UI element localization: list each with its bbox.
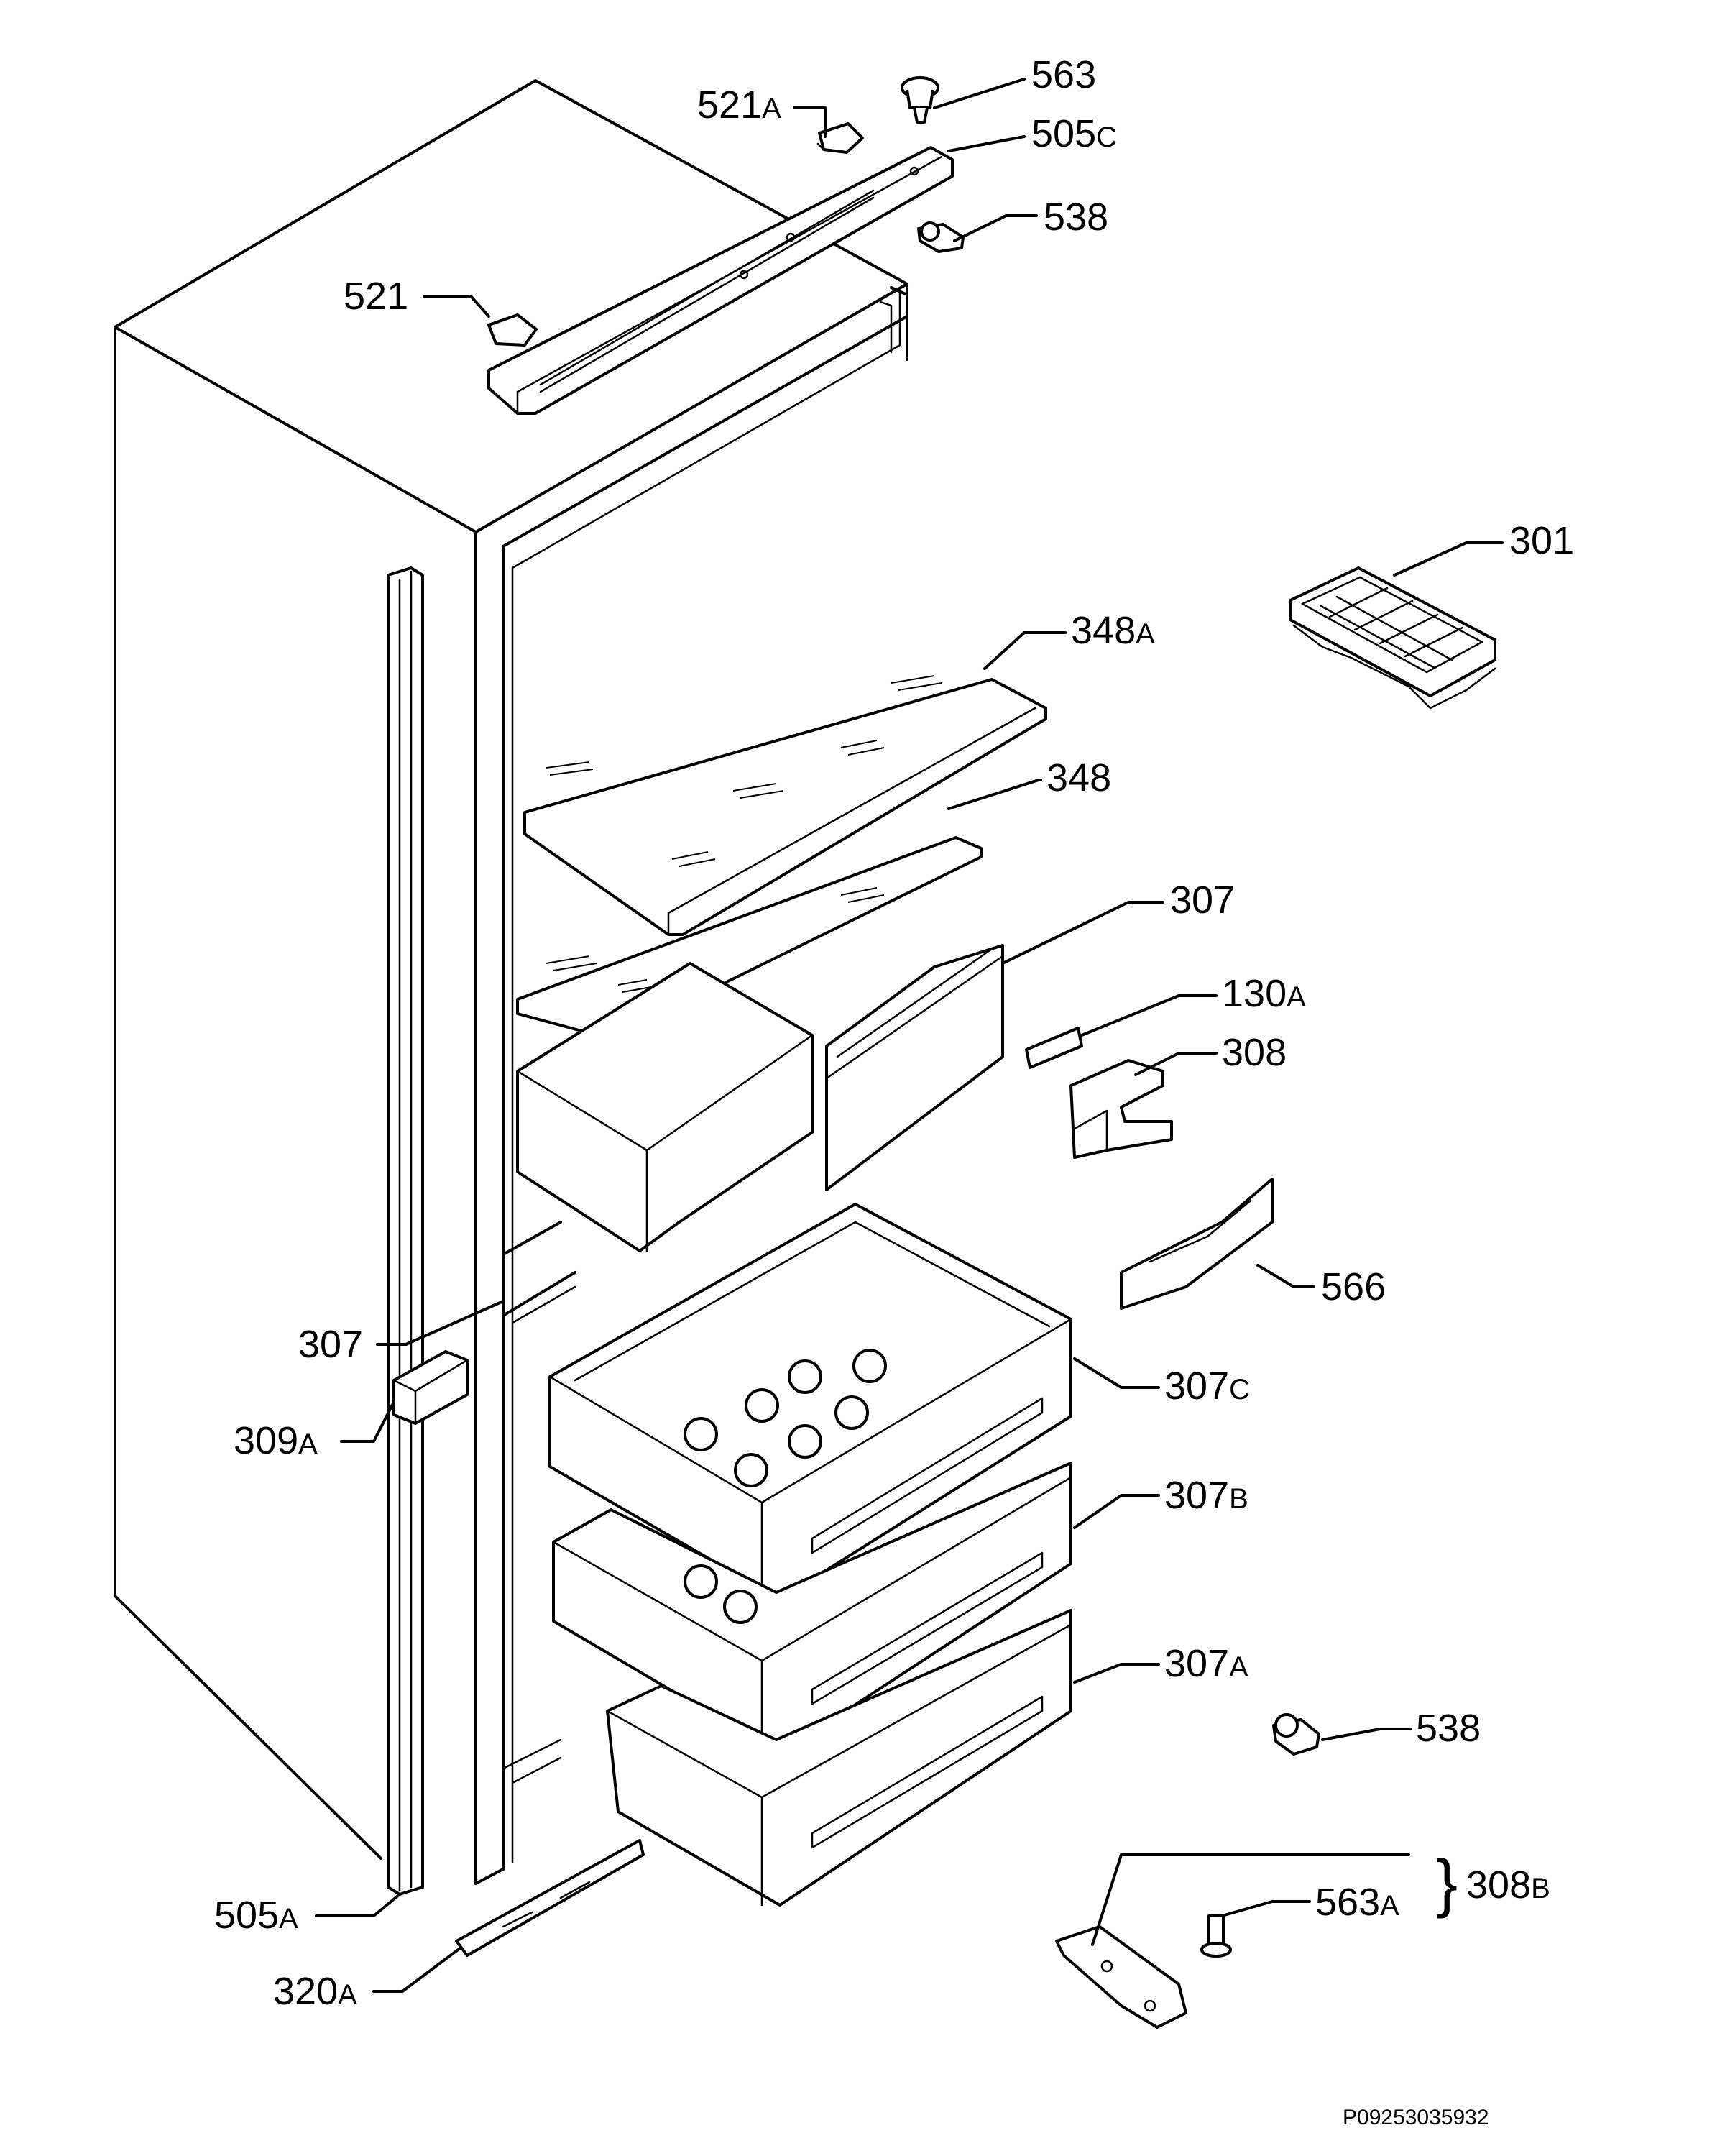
callout-308b: 308B xyxy=(1466,1863,1550,1907)
drawer-307b xyxy=(552,1462,1072,1756)
callout-521a: 521A xyxy=(697,83,781,127)
ice-tray-301 xyxy=(1289,566,1496,710)
rail-320a xyxy=(455,1839,645,1957)
callout-307a: 307A xyxy=(1164,1642,1248,1685)
callout-301: 301 xyxy=(1509,519,1574,562)
callout-348a: 348A xyxy=(1071,609,1155,652)
callout-348: 348 xyxy=(1046,756,1111,799)
callout-538-bottom: 538 xyxy=(1416,1707,1481,1750)
glass-shelf-348a xyxy=(523,675,1047,936)
part-521a xyxy=(816,122,864,154)
image-code: P09253035932 xyxy=(1343,2106,1489,2129)
part-538-top xyxy=(917,221,965,253)
leader-lines xyxy=(315,78,1504,1993)
divider-566 xyxy=(1120,1178,1274,1310)
bracket-308 xyxy=(1070,1059,1173,1159)
callout-563a: 563A xyxy=(1315,1881,1399,1924)
drawer-307a xyxy=(606,1609,1072,1907)
callout-521: 521 xyxy=(344,275,408,318)
hinge-308b xyxy=(1055,1925,1187,2029)
part-563 xyxy=(901,76,939,124)
callout-505a: 505A xyxy=(214,1894,298,1937)
bracket-130a xyxy=(1025,1027,1083,1069)
callout-labels: 563 521A 505C 538 521 301 348A 348 307 1… xyxy=(214,53,1574,2129)
callout-307b: 307B xyxy=(1164,1474,1248,1517)
door-gasket-505a xyxy=(387,566,469,1896)
callout-308: 308 xyxy=(1222,1031,1287,1074)
part-538-bottom xyxy=(1272,1713,1320,1756)
callout-130a: 130A xyxy=(1222,972,1306,1015)
callout-320a: 320A xyxy=(273,1970,357,2013)
callout-307-top: 307 xyxy=(1170,879,1235,922)
callout-307c: 307C xyxy=(1164,1364,1250,1408)
callout-307-left: 307 xyxy=(298,1323,363,1366)
screw-563a xyxy=(1200,1914,1232,1958)
top-hinge-rail-505c xyxy=(487,146,954,415)
callout-505c: 505C xyxy=(1031,112,1117,155)
upper-drawer-307 xyxy=(516,944,1004,1252)
callout-563: 563 xyxy=(1031,53,1096,96)
callout-566: 566 xyxy=(1321,1265,1386,1308)
glass-shelf-348 xyxy=(516,836,983,1040)
brace: } xyxy=(1436,1848,1458,1919)
part-521 xyxy=(487,313,538,347)
drawer-307c xyxy=(548,1203,1072,1601)
cabinet xyxy=(114,79,908,1885)
callout-309a: 309A xyxy=(234,1419,318,1462)
callout-538-top: 538 xyxy=(1044,196,1108,239)
